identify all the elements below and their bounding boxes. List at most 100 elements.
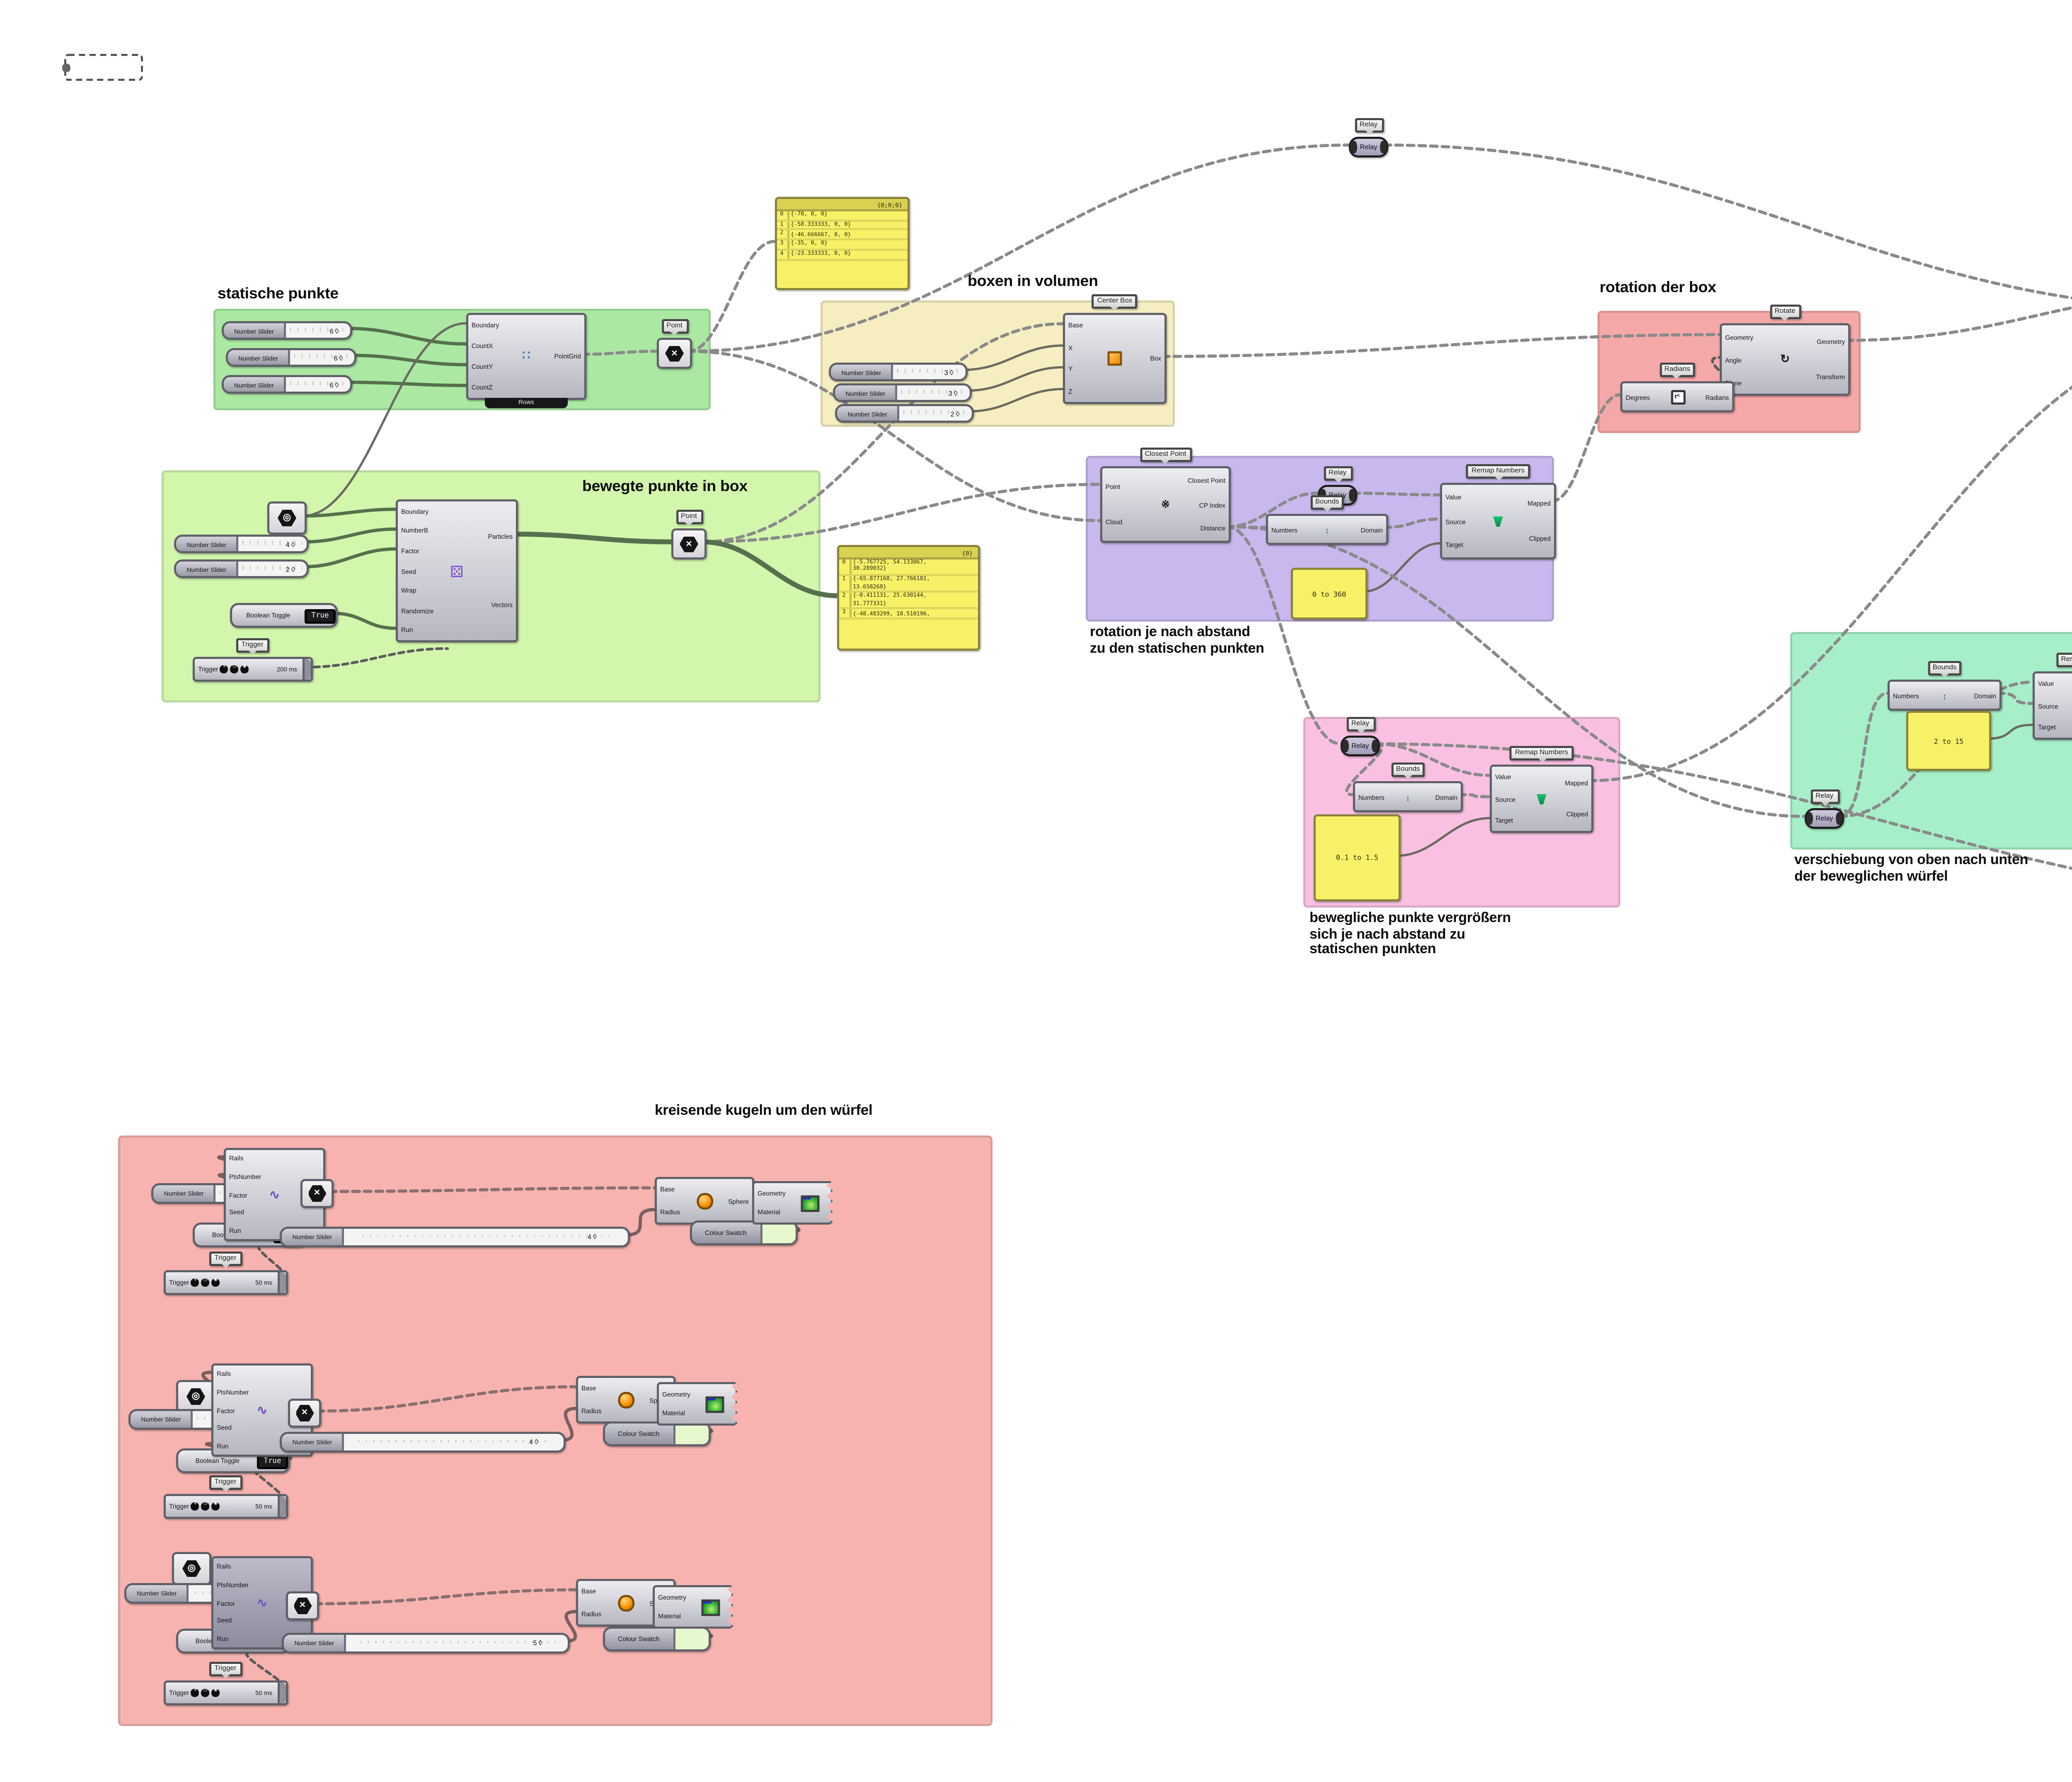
interval-icon[interactable]: ◷	[201, 1502, 210, 1511]
point-param[interactable]: ×	[300, 1179, 334, 1208]
trigger-grip[interactable]	[278, 1272, 285, 1293]
point-param[interactable]: ×	[286, 1591, 319, 1620]
wire[interactable]	[686, 349, 1102, 522]
domain-panel[interactable]: 0.1 to 1.5	[1314, 814, 1401, 901]
wire[interactable]	[968, 388, 1064, 413]
rotate-component[interactable]: GeometryAnglePlaneGeometryTransform↻Rota…	[1720, 305, 1850, 396]
slider-track[interactable]: 2◊	[239, 562, 307, 576]
slider-grip-icon[interactable]: ◊	[534, 1438, 538, 1446]
wire[interactable]	[301, 507, 397, 518]
domain-panel[interactable]: 2 to 15	[1906, 711, 1991, 771]
wire[interactable]	[301, 322, 467, 517]
brep-param[interactable]: ◎	[267, 501, 307, 535]
wire[interactable]	[1351, 492, 1442, 496]
curve-param[interactable]: ◎	[172, 1552, 211, 1585]
slider-grip-icon[interactable]: ◊	[339, 353, 343, 362]
slider-grip-icon[interactable]: ◊	[291, 564, 295, 573]
toggle-value[interactable]: True	[305, 608, 335, 623]
wire[interactable]	[1457, 793, 1491, 799]
swatch-colour[interactable]	[672, 1424, 709, 1444]
wire[interactable]	[1844, 290, 2072, 342]
point-param[interactable]: ×Point	[657, 320, 692, 369]
wire[interactable]	[313, 1588, 578, 1605]
swatch-colour[interactable]	[672, 1629, 709, 1649]
trigger-grip[interactable]	[303, 659, 310, 680]
wire[interactable]	[686, 143, 1351, 353]
wire[interactable]	[624, 1208, 656, 1237]
wire[interactable]	[701, 483, 1102, 544]
wire[interactable]	[351, 353, 468, 366]
wire[interactable]	[962, 344, 1064, 371]
interval-icon[interactable]: ◷	[230, 665, 239, 673]
trigger-grip[interactable]	[278, 1683, 285, 1703]
wire[interactable]	[511, 531, 674, 545]
slider-track[interactable]: 2◊	[900, 406, 972, 421]
slider-track[interactable]: 4◊	[239, 537, 307, 551]
slider-track[interactable]: 3◊	[894, 365, 966, 379]
slider-grip-icon[interactable]: ◊	[949, 368, 954, 376]
point-param[interactable]: ×Point	[671, 511, 707, 559]
wire[interactable]	[1550, 393, 1622, 503]
slider-grip-icon[interactable]: ◊	[538, 1639, 542, 1647]
wire[interactable]	[1382, 143, 2072, 310]
point-param[interactable]: ×	[288, 1399, 321, 1428]
slider-track[interactable]: 4◊	[345, 1434, 564, 1450]
bottom-tab[interactable]: Rows	[484, 397, 568, 409]
interval-icon[interactable]: ◷	[201, 1278, 210, 1287]
wire[interactable]	[303, 647, 449, 669]
colour-swatch[interactable]: Colour Swatch	[603, 1627, 711, 1651]
domain-panel[interactable]: 0 to 360	[1291, 568, 1368, 620]
data-panel[interactable]: {0;0;0}0{-70, 0, 0}1{-58.333333, 0, 0}2{…	[775, 197, 910, 290]
slider-track[interactable]: 6◊	[290, 350, 354, 365]
trigger-grip[interactable]	[278, 1496, 285, 1517]
wire[interactable]	[1588, 330, 2072, 782]
record-icon[interactable]: ◉	[211, 1689, 220, 1697]
wire[interactable]	[346, 327, 468, 346]
slider-track[interactable]: 3◊	[898, 385, 970, 400]
slider-grip-icon[interactable]: ◊	[291, 540, 295, 548]
pause-icon[interactable]: Ⅱ	[191, 1502, 199, 1511]
slider-grip-icon[interactable]: ◊	[954, 388, 958, 397]
slider-grip-icon[interactable]: ◊	[335, 380, 339, 389]
slider-grip-icon[interactable]: ◊	[593, 1233, 597, 1241]
record-icon[interactable]: ◉	[211, 1278, 220, 1287]
wire[interactable]	[332, 612, 397, 630]
colour-swatch[interactable]: Colour Swatch	[690, 1220, 798, 1245]
slider-track[interactable]: 5◊	[347, 1635, 568, 1651]
wire[interactable]	[1345, 742, 1384, 797]
wire[interactable]	[1225, 525, 1342, 746]
wire[interactable]	[966, 366, 1064, 392]
wire[interactable]	[701, 322, 1065, 544]
wire[interactable]	[315, 1385, 578, 1413]
